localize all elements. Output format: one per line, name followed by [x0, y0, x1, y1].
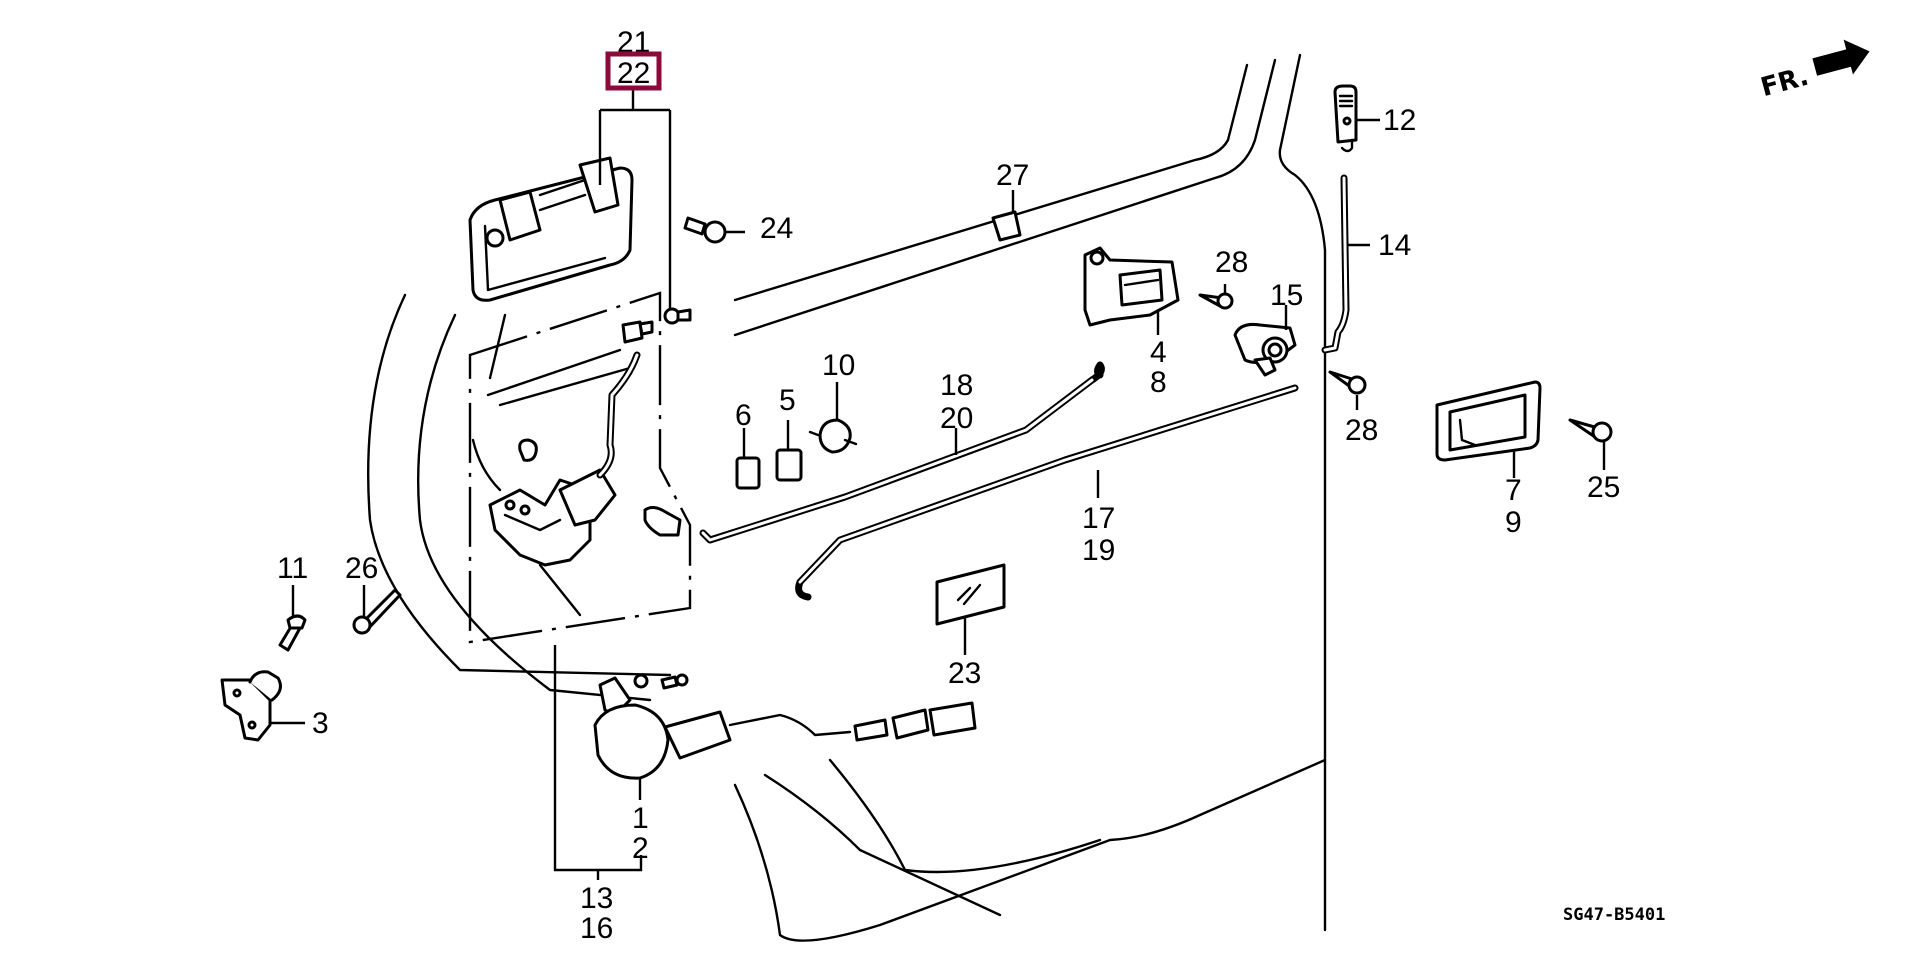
rod-holder-10[interactable] — [808, 418, 858, 454]
callout-1[interactable]: 1 — [632, 802, 649, 835]
callout-9[interactable]: 9 — [1505, 506, 1522, 539]
callout-17[interactable]: 17 — [1082, 502, 1115, 535]
callout-27[interactable]: 27 — [996, 159, 1029, 192]
callout-6[interactable]: 6 — [735, 399, 752, 432]
callout-23[interactable]: 23 — [948, 657, 981, 690]
callout-19[interactable]: 19 — [1082, 534, 1115, 567]
lock-knob-rod[interactable] — [1321, 174, 1350, 354]
door-striker[interactable] — [220, 670, 282, 742]
washer[interactable] — [633, 673, 649, 689]
callout-4[interactable]: 4 — [1150, 336, 1167, 369]
rod-clip-6[interactable] — [735, 456, 761, 490]
callout-2[interactable]: 2 — [632, 832, 649, 865]
rod-clip-5[interactable] — [775, 448, 803, 482]
callout-10[interactable]: 10 — [822, 349, 855, 382]
clip-27[interactable] — [991, 210, 1022, 242]
screw-25[interactable] — [1568, 418, 1613, 443]
callout-20[interactable]: 20 — [940, 402, 973, 435]
lock-knob[interactable] — [1333, 84, 1358, 153]
callout-28-upper[interactable]: 28 — [1215, 246, 1248, 279]
bolt-26[interactable] — [352, 588, 402, 635]
rod-upper[interactable] — [699, 361, 1105, 544]
bolt-small[interactable] — [663, 307, 692, 325]
leaders — [270, 88, 1606, 880]
lock-actuator[interactable] — [593, 676, 977, 780]
cylinder-lock[interactable] — [1233, 323, 1297, 377]
callout-13[interactable]: 13 — [580, 882, 613, 915]
screw-11[interactable] — [278, 614, 307, 652]
callout-11[interactable]: 11 — [277, 552, 308, 585]
pin[interactable] — [621, 320, 654, 344]
callout-18[interactable]: 18 — [940, 369, 973, 402]
front-direction-indicator: FR. — [1758, 39, 1870, 103]
screw-28-lower[interactable] — [1328, 370, 1367, 395]
inner-handle-escutcheon[interactable] — [1435, 380, 1542, 462]
callout-16[interactable]: 16 — [580, 912, 613, 945]
callout-15[interactable]: 15 — [1270, 279, 1303, 312]
door-latch[interactable] — [488, 351, 641, 567]
callout-8[interactable]: 8 — [1150, 366, 1167, 399]
callout-14[interactable]: 14 — [1378, 229, 1411, 262]
callout-3[interactable]: 3 — [312, 707, 329, 740]
rod-connector[interactable] — [643, 506, 682, 537]
door-outline — [366, 53, 1327, 942]
callout-25[interactable]: 25 — [1587, 471, 1620, 504]
callout-12[interactable]: 12 — [1383, 104, 1416, 137]
outer-door-handle[interactable] — [468, 156, 634, 302]
seal-sheet[interactable] — [935, 563, 1006, 626]
callout-28-lower[interactable]: 28 — [1345, 414, 1378, 447]
callout-5[interactable]: 5 — [779, 384, 796, 417]
actuator-bolt[interactable] — [660, 673, 689, 690]
arrow-right-icon — [1812, 39, 1870, 76]
callout-26[interactable]: 26 — [345, 552, 378, 585]
screw-28-upper[interactable] — [1198, 292, 1234, 310]
bolt-24[interactable] — [683, 216, 727, 244]
callout-7[interactable]: 7 — [1505, 474, 1522, 507]
diagram-code: SG47-B5401 — [1563, 905, 1665, 925]
latch-assembly-frame — [468, 291, 692, 644]
callouts: 21 22 24 27 12 14 28 15 4 8 28 10 5 6 18… — [277, 26, 1620, 945]
highlight-box — [605, 51, 662, 91]
callout-22[interactable]: 22 — [617, 57, 650, 90]
inner-handle-assembly[interactable] — [1083, 246, 1180, 327]
rod-lower[interactable] — [795, 384, 1299, 601]
callout-24[interactable]: 24 — [760, 212, 793, 245]
front-label: FR. — [1758, 62, 1812, 103]
